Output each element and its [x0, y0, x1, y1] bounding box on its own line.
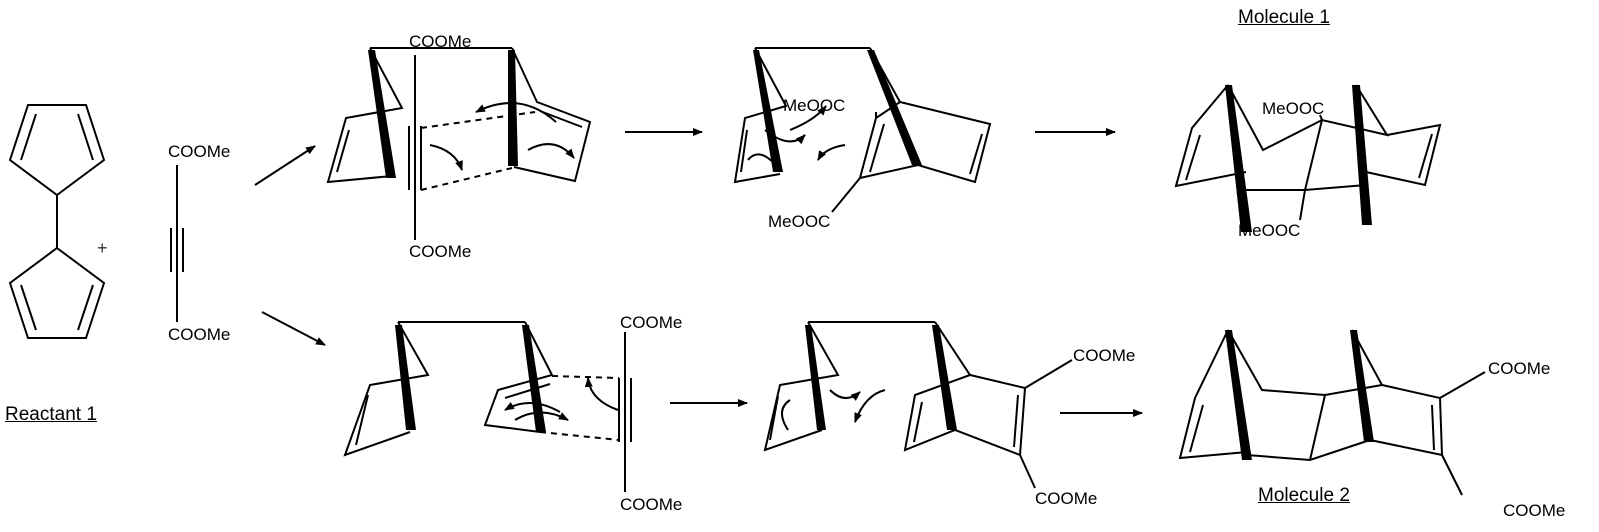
- int2-ester-bottom: COOMe: [1035, 489, 1098, 508]
- ts1-ester-top: COOMe: [409, 32, 472, 51]
- mol1-ester-top: MeOOC: [1262, 99, 1325, 118]
- reactant-1-structure: [8, 104, 106, 339]
- top-intermediate: [733, 47, 992, 213]
- int1-ester-bottom: MeOOC: [768, 212, 831, 231]
- dmad-ester-bottom: COOMe: [168, 325, 231, 344]
- ts1-ester-bottom: COOMe: [409, 242, 472, 261]
- reactant-1-label: Reactant 1: [5, 404, 97, 425]
- molecule-1-label: Molecule 1: [1238, 7, 1330, 28]
- bottom-transition-state: [343, 321, 632, 492]
- int1-ester-top: MeOOC: [783, 96, 846, 115]
- top-transition-state: [326, 47, 592, 240]
- mol1-ester-bottom: MeOOC: [1238, 221, 1301, 240]
- ts2-ester-top: COOMe: [620, 313, 683, 332]
- arrow-to-bottom-path: [261, 311, 326, 346]
- ts2-ester-bottom: COOMe: [620, 495, 683, 514]
- mol2-ester-top: COOMe: [1488, 359, 1551, 378]
- molecule-1-structure: [1174, 84, 1442, 232]
- dmad-structure: [170, 165, 184, 322]
- bottom-intermediate: [763, 321, 1073, 489]
- int2-ester-top: COOMe: [1073, 346, 1136, 365]
- dmad-ester-top: COOMe: [168, 142, 231, 161]
- molecule-2-structure: [1178, 329, 1486, 496]
- plus-sign: +: [97, 238, 108, 258]
- arrow-to-top-path: [254, 145, 316, 186]
- molecule-2-label: Molecule 2: [1258, 485, 1350, 506]
- mol2-ester-bottom: COOMe: [1503, 501, 1566, 520]
